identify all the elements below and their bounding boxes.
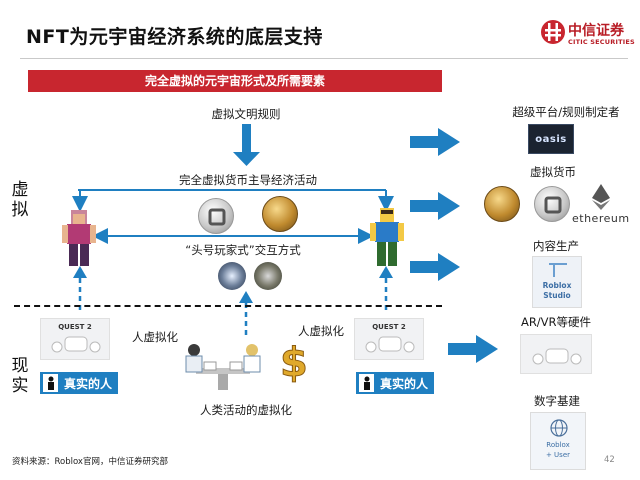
section-banner: 完全虚拟的元宇宙形式及所需要素 [28, 70, 442, 92]
real-person-badge-left: 真实的人 [40, 372, 119, 394]
side-label-real-1: 现 [11, 356, 29, 376]
crane-icon [549, 263, 567, 277]
roblox-studio-text-1: Roblox [542, 281, 572, 290]
oasis-logo: oasis [528, 124, 574, 154]
real-person-label-right: 真实的人 [380, 376, 429, 391]
gold-coin-right-icon [484, 186, 520, 222]
gold-coin-icon [262, 196, 298, 232]
logo-name-en: CITIC SECURITIES [568, 38, 635, 46]
globe-icon [550, 419, 568, 437]
page-number: 42 [604, 455, 615, 465]
robux-coin-right-icon [534, 186, 570, 222]
meeting-illustration-icon [185, 344, 261, 390]
header-divider [20, 58, 628, 59]
side-label-virtual-1: 虚 [11, 180, 29, 200]
person-icon [359, 374, 374, 392]
source-note: 资料来源：Roblox官网，中信证券研究部 [12, 457, 168, 467]
label-virtualize-right: 人虚拟化 [298, 324, 344, 338]
person-icon [43, 374, 58, 392]
roblox-user-text-2: + User [545, 451, 571, 459]
ethereum-label: ethereum [572, 212, 630, 225]
roblox-studio-text-2: Studio [543, 291, 571, 300]
avatar-left-icon [62, 210, 96, 266]
quest2-label-right: QUEST 2 [372, 323, 406, 331]
ethereum-icon [592, 184, 610, 210]
citic-logo-icon [541, 20, 565, 44]
avatar-right-icon [370, 208, 404, 266]
currency-bracket-line [72, 189, 394, 212]
label-hardware: AR/VR等硬件 [520, 315, 592, 329]
label-content: 内容生产 [533, 239, 579, 253]
label-interaction: “头号玩家式”交互方式 [185, 243, 301, 257]
dollar-sign-icon: $ [280, 340, 309, 387]
svg-text:$: $ [280, 340, 308, 386]
game-thumbnail-2 [254, 262, 282, 290]
logo-name-cn: 中信证券 [568, 23, 624, 39]
down-arrow-rules [233, 124, 260, 166]
side-label-virtual-2: 拟 [11, 200, 29, 220]
label-virtual-currency-activity: 完全虚拟货币主导经济活动 [179, 173, 317, 187]
quest2-headset-right: QUEST 2 [354, 318, 424, 360]
quest2-headset-left: QUEST 2 [40, 318, 110, 360]
label-virtualize-left: 人虚拟化 [132, 330, 178, 344]
game-thumbnail-1 [218, 262, 246, 290]
vr-headset-icon [51, 336, 101, 353]
label-platform: 超级平台/规则制定者 [512, 105, 620, 119]
label-human-activity: 人类活动的虚拟化 [200, 403, 292, 417]
label-infra: 数字基建 [534, 394, 580, 408]
digital-infra-card: Roblox + User [530, 412, 586, 470]
real-person-badge-right: 真实的人 [356, 372, 435, 394]
real-person-label-left: 真实的人 [64, 376, 113, 391]
side-label-real-2: 实 [11, 376, 29, 396]
vr-hardware-card [520, 334, 592, 374]
label-currency: 虚拟货币 [530, 165, 576, 179]
roblox-user-text-1: Roblox [546, 441, 570, 449]
robux-coin-icon [198, 198, 234, 234]
vr-headset-icon [532, 348, 582, 365]
vr-headset-icon [365, 336, 415, 353]
page-title: NFT为元宇宙经济系统的底层支持 [26, 26, 323, 48]
label-virtual-rules: 虚拟文明规则 [211, 107, 281, 121]
quest2-label-left: QUEST 2 [58, 323, 92, 331]
roblox-studio-card: Roblox Studio [532, 256, 582, 308]
right-block-arrows [410, 128, 498, 363]
oasis-logo-text: oasis [535, 133, 567, 145]
virtual-real-divider [14, 305, 442, 307]
